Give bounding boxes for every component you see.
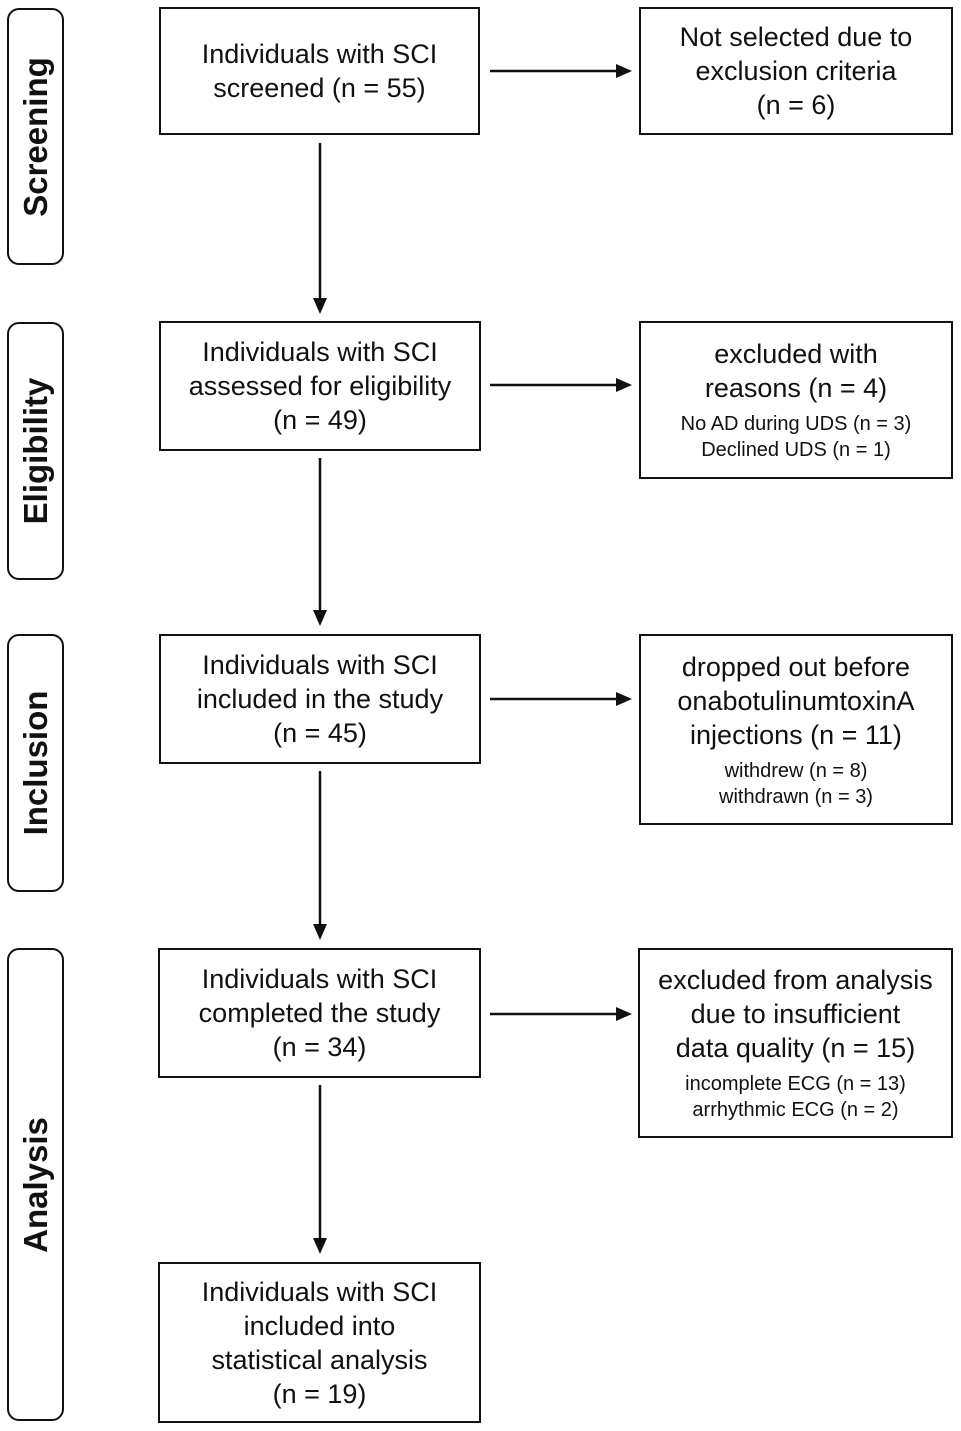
box-excluded-analysis-details: incomplete ECG (n = 13) arrhythmic ECG (… — [685, 1071, 906, 1123]
stage-screening: Screening — [7, 8, 64, 265]
box-excluded-reasons: excluded with reasons (n = 4) No AD duri… — [639, 321, 953, 479]
stage-label-screening: Screening — [16, 56, 54, 217]
box-included-text: Individuals with SCI included in the stu… — [196, 650, 444, 748]
arrow-included-to-completed — [313, 771, 327, 940]
box-completed-text: Individuals with SCI completed the study… — [198, 964, 441, 1062]
stage-analysis: Analysis — [7, 948, 64, 1421]
box-excluded-reasons-text: excluded with reasons (n = 4) — [704, 339, 888, 403]
box-dropped-out: dropped out before onabotulinumtoxinA in… — [639, 634, 953, 825]
detail-item: arrhythmic ECG (n = 2) — [692, 1099, 899, 1121]
box-excluded-reasons-details: No AD during UDS (n = 3) Declined UDS (n… — [681, 411, 912, 463]
detail-item: incomplete ECG (n = 13) — [685, 1073, 906, 1095]
stage-label-analysis: Analysis — [16, 1116, 54, 1253]
arrow-assessed-to-excluded — [490, 378, 632, 392]
arrow-completed-to-excluded-analysis — [490, 1007, 632, 1021]
detail-item: No AD during UDS (n = 3) — [680, 413, 912, 435]
box-not-selected-text: Not selected due to exclusion criteria (… — [679, 22, 913, 120]
box-not-selected: Not selected due to exclusion criteria (… — [639, 7, 953, 135]
box-dropped-out-details: withdrew (n = 8) withdrawn (n = 3) — [719, 758, 873, 810]
box-excluded-analysis: excluded from analysis due to insufficie… — [638, 948, 953, 1138]
stage-eligibility: Eligibility — [7, 322, 64, 580]
arrow-screened-to-not-selected — [490, 64, 632, 78]
stage-inclusion: Inclusion — [7, 634, 64, 892]
box-screened-text: Individuals with SCI screened (n = 55) — [201, 39, 438, 103]
detail-item: withdrawn (n = 3) — [719, 785, 873, 808]
arrow-completed-to-analyzed — [313, 1085, 327, 1254]
box-included: Individuals with SCI included in the stu… — [159, 634, 481, 764]
box-analyzed-text: Individuals with SCI included into stati… — [201, 1276, 438, 1409]
stage-label-inclusion: Inclusion — [16, 690, 54, 836]
arrow-screened-to-assessed — [313, 143, 327, 314]
box-analyzed: Individuals with SCI included into stati… — [158, 1262, 481, 1423]
detail-item: Declined UDS (n = 1) — [701, 439, 891, 461]
box-dropped-out-text: dropped out before onabotulinumtoxinA in… — [677, 651, 915, 750]
box-excluded-analysis-text: excluded from analysis due to insufficie… — [658, 965, 933, 1063]
box-assessed-text: Individuals with SCI assessed for eligib… — [188, 337, 452, 435]
detail-item: withdrew (n = 8) — [724, 759, 868, 782]
box-completed: Individuals with SCI completed the study… — [158, 948, 481, 1078]
stage-label-eligibility: Eligibility — [16, 377, 54, 525]
box-screened: Individuals with SCI screened (n = 55) — [159, 7, 480, 135]
arrow-assessed-to-included — [313, 458, 327, 626]
box-assessed: Individuals with SCI assessed for eligib… — [159, 321, 481, 451]
arrow-included-to-dropped-out — [490, 692, 632, 706]
